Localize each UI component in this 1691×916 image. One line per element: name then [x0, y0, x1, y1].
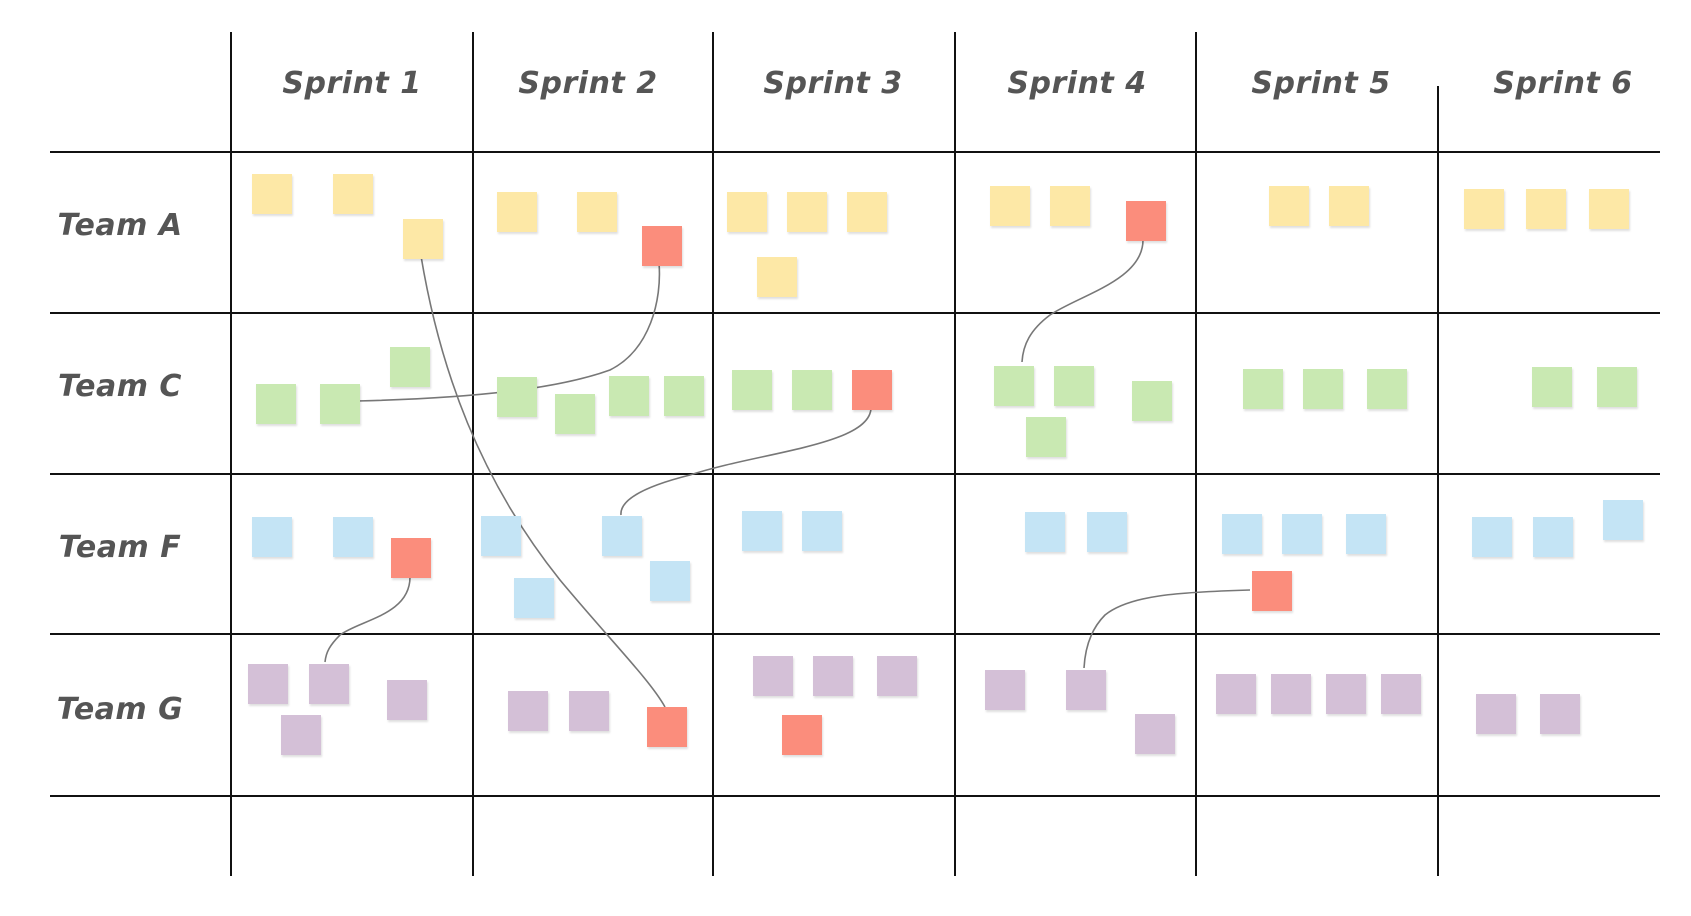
sticky-note[interactable]: [508, 691, 548, 731]
sticky-note[interactable]: [1269, 186, 1309, 226]
sticky-note[interactable]: [813, 656, 853, 696]
team-header-a: Team A: [57, 208, 183, 243]
sticky-note[interactable]: [252, 174, 292, 214]
sticky-note[interactable]: [403, 219, 443, 259]
dependency-links: [324, 239, 1251, 708]
sticky-note[interactable]: [333, 174, 373, 214]
sticky-note[interactable]: [727, 192, 767, 232]
sticky-note[interactable]: [514, 578, 554, 618]
dependency-link: [356, 262, 661, 402]
sprint-header-5: Sprint 5: [1251, 66, 1391, 101]
sticky-note[interactable]: [602, 516, 642, 556]
sticky-note[interactable]: [1135, 714, 1175, 754]
sticky-note[interactable]: [792, 370, 832, 410]
team-header-g: Team G: [56, 692, 184, 727]
sticky-note[interactable]: [569, 691, 609, 731]
sticky-note[interactable]: [1464, 189, 1504, 229]
sticky-note[interactable]: [1381, 674, 1421, 714]
sticky-note[interactable]: [802, 511, 842, 551]
sticky-note[interactable]: [481, 516, 521, 556]
sticky-note[interactable]: [757, 257, 797, 297]
sticky-note[interactable]: [577, 192, 617, 232]
dependency-link: [1083, 589, 1251, 669]
sticky-note[interactable]: [390, 347, 430, 387]
grid-lines: [50, 32, 1660, 876]
sticky-note[interactable]: [1326, 674, 1366, 714]
sticky-note[interactable]: [1472, 517, 1512, 557]
sticky-note[interactable]: [1476, 694, 1516, 734]
sticky-note[interactable]: [497, 192, 537, 232]
sticky-note[interactable]: [985, 670, 1025, 710]
dependency-sticky-note[interactable]: [391, 538, 431, 578]
sticky-note[interactable]: [1346, 514, 1386, 554]
sticky-note[interactable]: [664, 376, 704, 416]
sticky-note[interactable]: [877, 656, 917, 696]
dependency-link: [1021, 239, 1144, 363]
sticky-note[interactable]: [1526, 189, 1566, 229]
sticky-note[interactable]: [1216, 674, 1256, 714]
sticky-note[interactable]: [309, 664, 349, 704]
sticky-note[interactable]: [1132, 381, 1172, 421]
sticky-note[interactable]: [1329, 186, 1369, 226]
sticky-note[interactable]: [333, 517, 373, 557]
sticky-note[interactable]: [1025, 512, 1065, 552]
dependency-link: [420, 255, 666, 708]
sprint-header-6: Sprint 6: [1493, 66, 1633, 101]
team-header-c: Team C: [58, 369, 182, 404]
sticky-note[interactable]: [787, 192, 827, 232]
sprint-header-4: Sprint 4: [1007, 66, 1147, 101]
sticky-note[interactable]: [1603, 500, 1643, 540]
sticky-note[interactable]: [1050, 186, 1090, 226]
sticky-note[interactable]: [281, 715, 321, 755]
dependency-sticky-note[interactable]: [782, 715, 822, 755]
sticky-note[interactable]: [1367, 369, 1407, 409]
sticky-note[interactable]: [742, 511, 782, 551]
sprint-header-1: Sprint 1: [282, 66, 422, 101]
dependency-link: [620, 406, 872, 516]
sticky-note[interactable]: [1540, 694, 1580, 734]
dependency-sticky-note[interactable]: [647, 707, 687, 747]
team-header-f: Team F: [58, 530, 182, 565]
dependency-sticky-note[interactable]: [1126, 201, 1166, 241]
sticky-note[interactable]: [1597, 367, 1637, 407]
sticky-note[interactable]: [252, 517, 292, 557]
sticky-note[interactable]: [555, 394, 595, 434]
sticky-note[interactable]: [248, 664, 288, 704]
sticky-note[interactable]: [497, 377, 537, 417]
sticky-note[interactable]: [753, 656, 793, 696]
dependency-sticky-note[interactable]: [1252, 571, 1292, 611]
sticky-note[interactable]: [609, 376, 649, 416]
sticky-note[interactable]: [387, 680, 427, 720]
dependency-sticky-note[interactable]: [852, 370, 892, 410]
sticky-note[interactable]: [990, 186, 1030, 226]
sticky-note[interactable]: [1282, 514, 1322, 554]
sprint-header-3: Sprint 3: [763, 66, 903, 101]
sticky-note[interactable]: [732, 370, 772, 410]
sticky-note[interactable]: [1222, 514, 1262, 554]
sprint-header-2: Sprint 2: [518, 66, 658, 101]
sticky-note[interactable]: [1087, 512, 1127, 552]
sticky-note[interactable]: [1533, 517, 1573, 557]
sticky-note[interactable]: [1271, 674, 1311, 714]
sticky-note[interactable]: [320, 384, 360, 424]
sticky-note[interactable]: [994, 366, 1034, 406]
dependency-sticky-note[interactable]: [642, 226, 682, 266]
sticky-note[interactable]: [1303, 369, 1343, 409]
sticky-note[interactable]: [1532, 367, 1572, 407]
sticky-note[interactable]: [1054, 366, 1094, 406]
sticky-note[interactable]: [847, 192, 887, 232]
sticky-note[interactable]: [1589, 189, 1629, 229]
sticky-note[interactable]: [256, 384, 296, 424]
sticky-note[interactable]: [1066, 670, 1106, 710]
dependency-link: [324, 576, 411, 663]
sticky-note[interactable]: [1026, 417, 1066, 457]
sticky-note[interactable]: [650, 561, 690, 601]
sticky-note[interactable]: [1243, 369, 1283, 409]
